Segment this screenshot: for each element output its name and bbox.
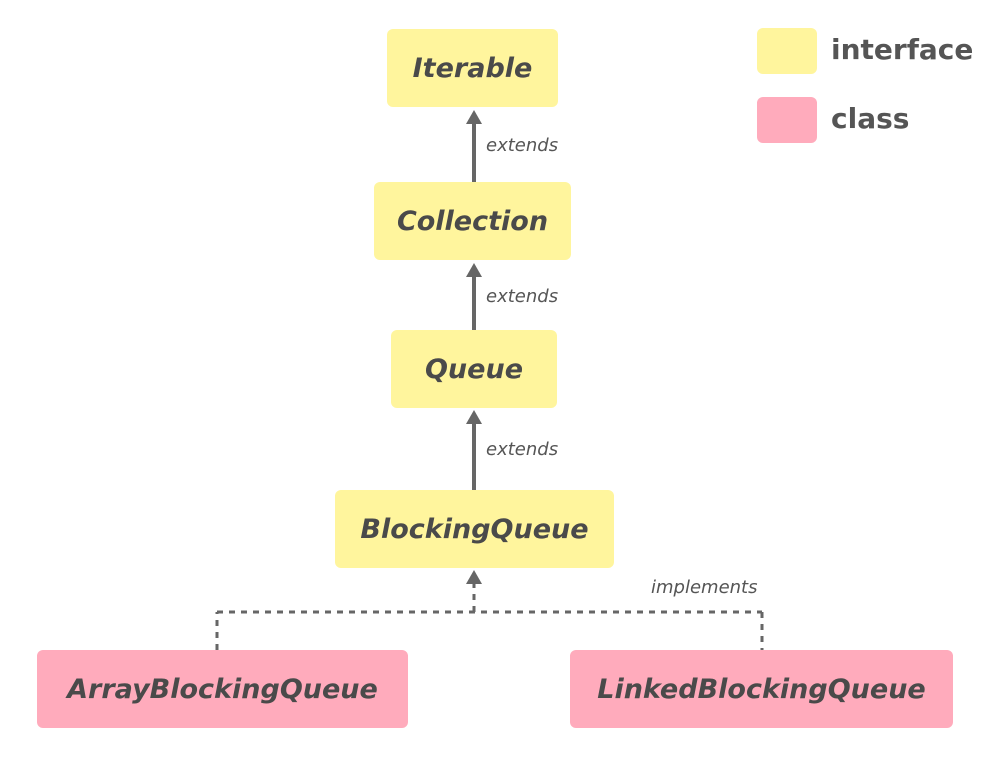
- arrowhead-collection: [466, 263, 482, 277]
- arrowhead-blockingqueue: [466, 570, 482, 584]
- legend-interface-label: interface: [831, 33, 974, 66]
- legend-class-swatch: [757, 97, 817, 143]
- node-iterable-label: Iterable: [412, 52, 533, 84]
- node-array-blocking-queue: ArrayBlockingQueue: [37, 650, 408, 728]
- arrowhead-iterable: [466, 110, 482, 124]
- legend-class-label: class: [831, 102, 910, 135]
- edge-label-implements: implements: [651, 577, 758, 598]
- edge-label-extends-3: extends: [486, 439, 559, 460]
- node-blocking-queue: BlockingQueue: [335, 490, 614, 568]
- arrowhead-queue: [466, 410, 482, 424]
- node-iterable: Iterable: [387, 29, 558, 107]
- node-queue: Queue: [391, 330, 557, 408]
- node-collection-label: Collection: [396, 205, 549, 237]
- node-queue-label: Queue: [424, 353, 524, 385]
- node-collection: Collection: [374, 182, 571, 260]
- node-array-blocking-queue-label: ArrayBlockingQueue: [67, 673, 378, 705]
- legend-interface-swatch: [757, 28, 817, 74]
- node-linked-blocking-queue: LinkedBlockingQueue: [570, 650, 953, 728]
- edge-label-extends-1: extends: [486, 135, 559, 156]
- node-linked-blocking-queue-label: LinkedBlockingQueue: [597, 673, 926, 705]
- edge-label-extends-2: extends: [486, 286, 559, 307]
- implements-connector: [215, 584, 764, 650]
- node-blocking-queue-label: BlockingQueue: [360, 513, 589, 545]
